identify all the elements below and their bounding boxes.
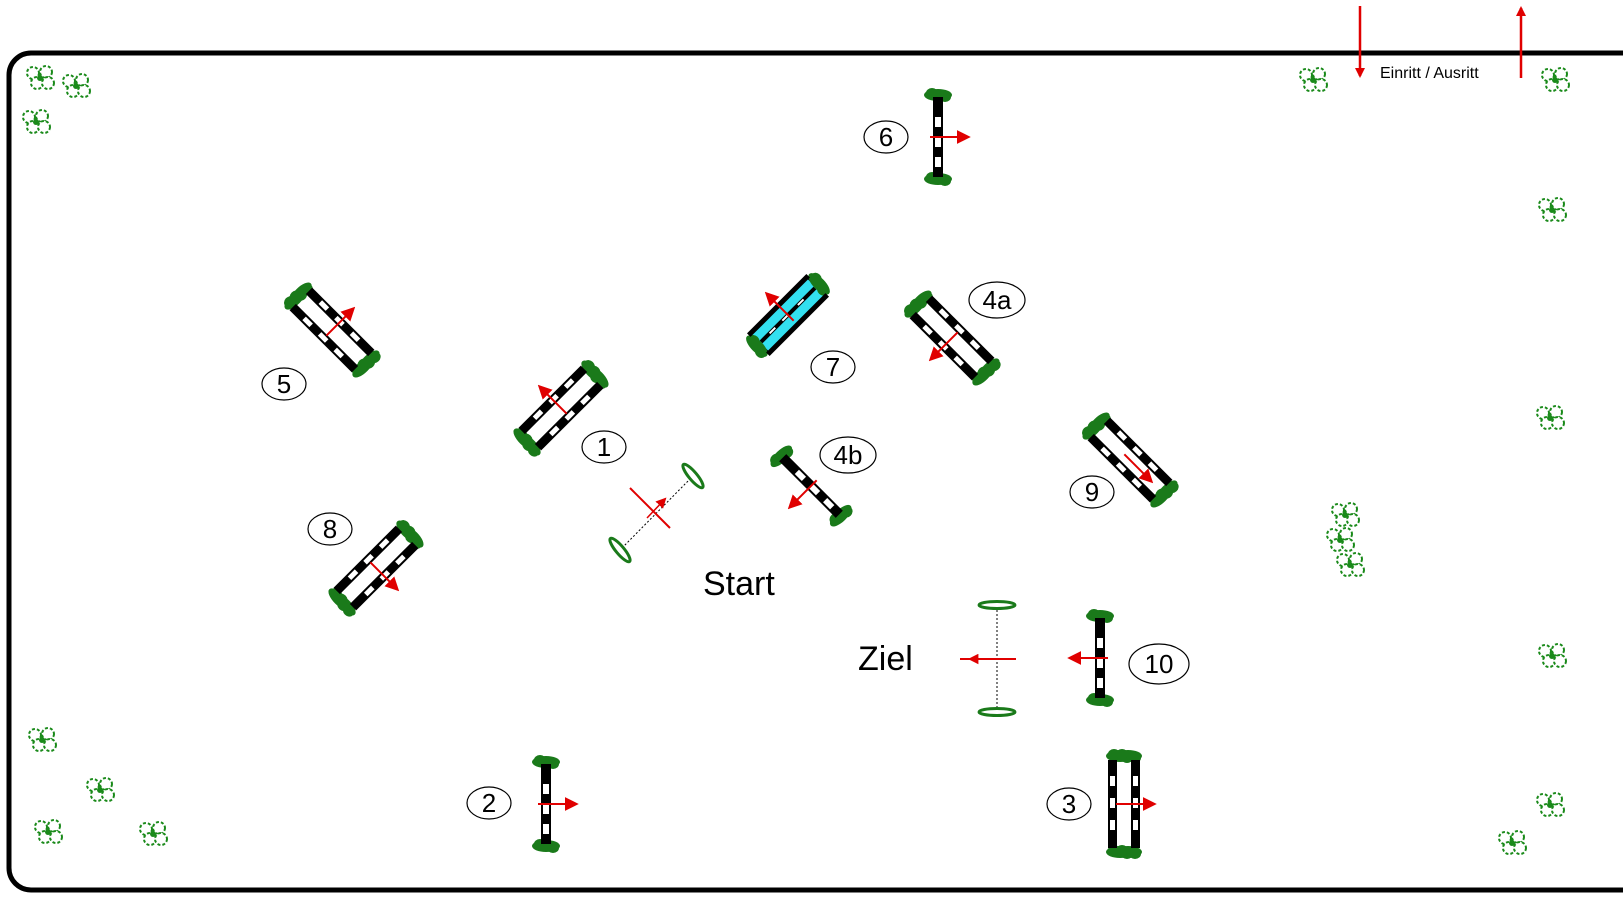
obstacle-number-10: 10 [1128,643,1190,685]
start-label: Start [703,565,775,603]
obstacle-6[interactable] [924,88,968,186]
obstacle-2[interactable] [532,755,576,853]
svg-text:9: 9 [1085,477,1099,507]
tree-icon [62,73,91,98]
svg-text:7: 7 [826,352,840,382]
svg-text:10: 10 [1145,649,1174,679]
tree-icon [1498,830,1527,855]
obstacle-number-4b: 4b [819,436,877,474]
obstacle-number-7: 7 [810,350,856,384]
finish-line [960,600,1017,717]
tree-icon [34,819,63,844]
tree-icon [1541,67,1570,92]
tree-icon [1336,552,1365,577]
tree-icon [86,777,115,802]
entrance-label: Einritt / Ausritt [1380,65,1479,82]
svg-text:3: 3 [1062,789,1076,819]
svg-text:4a: 4a [983,285,1012,315]
obstacle-number-8: 8 [307,512,353,546]
tree-icon [26,65,55,90]
obstacle-number-6: 6 [863,120,909,154]
arena-border [6,50,1623,893]
trees [22,65,1570,855]
svg-text:2: 2 [482,788,496,818]
obstacle-number-9: 9 [1069,475,1115,509]
tree-icon [1299,67,1328,92]
svg-text:4b: 4b [834,440,863,470]
obstacle-number-2: 2 [466,786,512,820]
direction-arrow-icon [646,497,667,519]
obstacle-number-3: 3 [1046,787,1092,821]
svg-text:6: 6 [879,122,893,152]
entrance-exit[interactable]: Einritt / Ausritt [1355,6,1526,82]
tree-icon [1538,643,1567,668]
svg-text:1: 1 [597,432,611,462]
finish-label: Ziel [858,640,913,678]
tree-icon [1326,527,1355,552]
tree-icon [1331,502,1360,527]
start-line [608,462,705,564]
obstacle-5[interactable] [280,270,392,382]
obstacle-number-4a: 4a [968,281,1026,319]
obstacle-10[interactable] [1070,609,1114,707]
tree-icon [28,727,57,752]
svg-text:5: 5 [277,369,291,399]
obstacle-number-5: 5 [261,367,307,401]
obstacle-7[interactable] [731,258,836,363]
tree-icon [139,821,168,846]
tree-icon [1538,197,1567,222]
tree-icon [22,109,51,134]
tree-icon [1536,405,1565,430]
obstacle-3[interactable] [1106,749,1154,859]
svg-text:8: 8 [323,514,337,544]
tree-icon [1536,792,1565,817]
obstacle-number-1: 1 [581,430,627,464]
